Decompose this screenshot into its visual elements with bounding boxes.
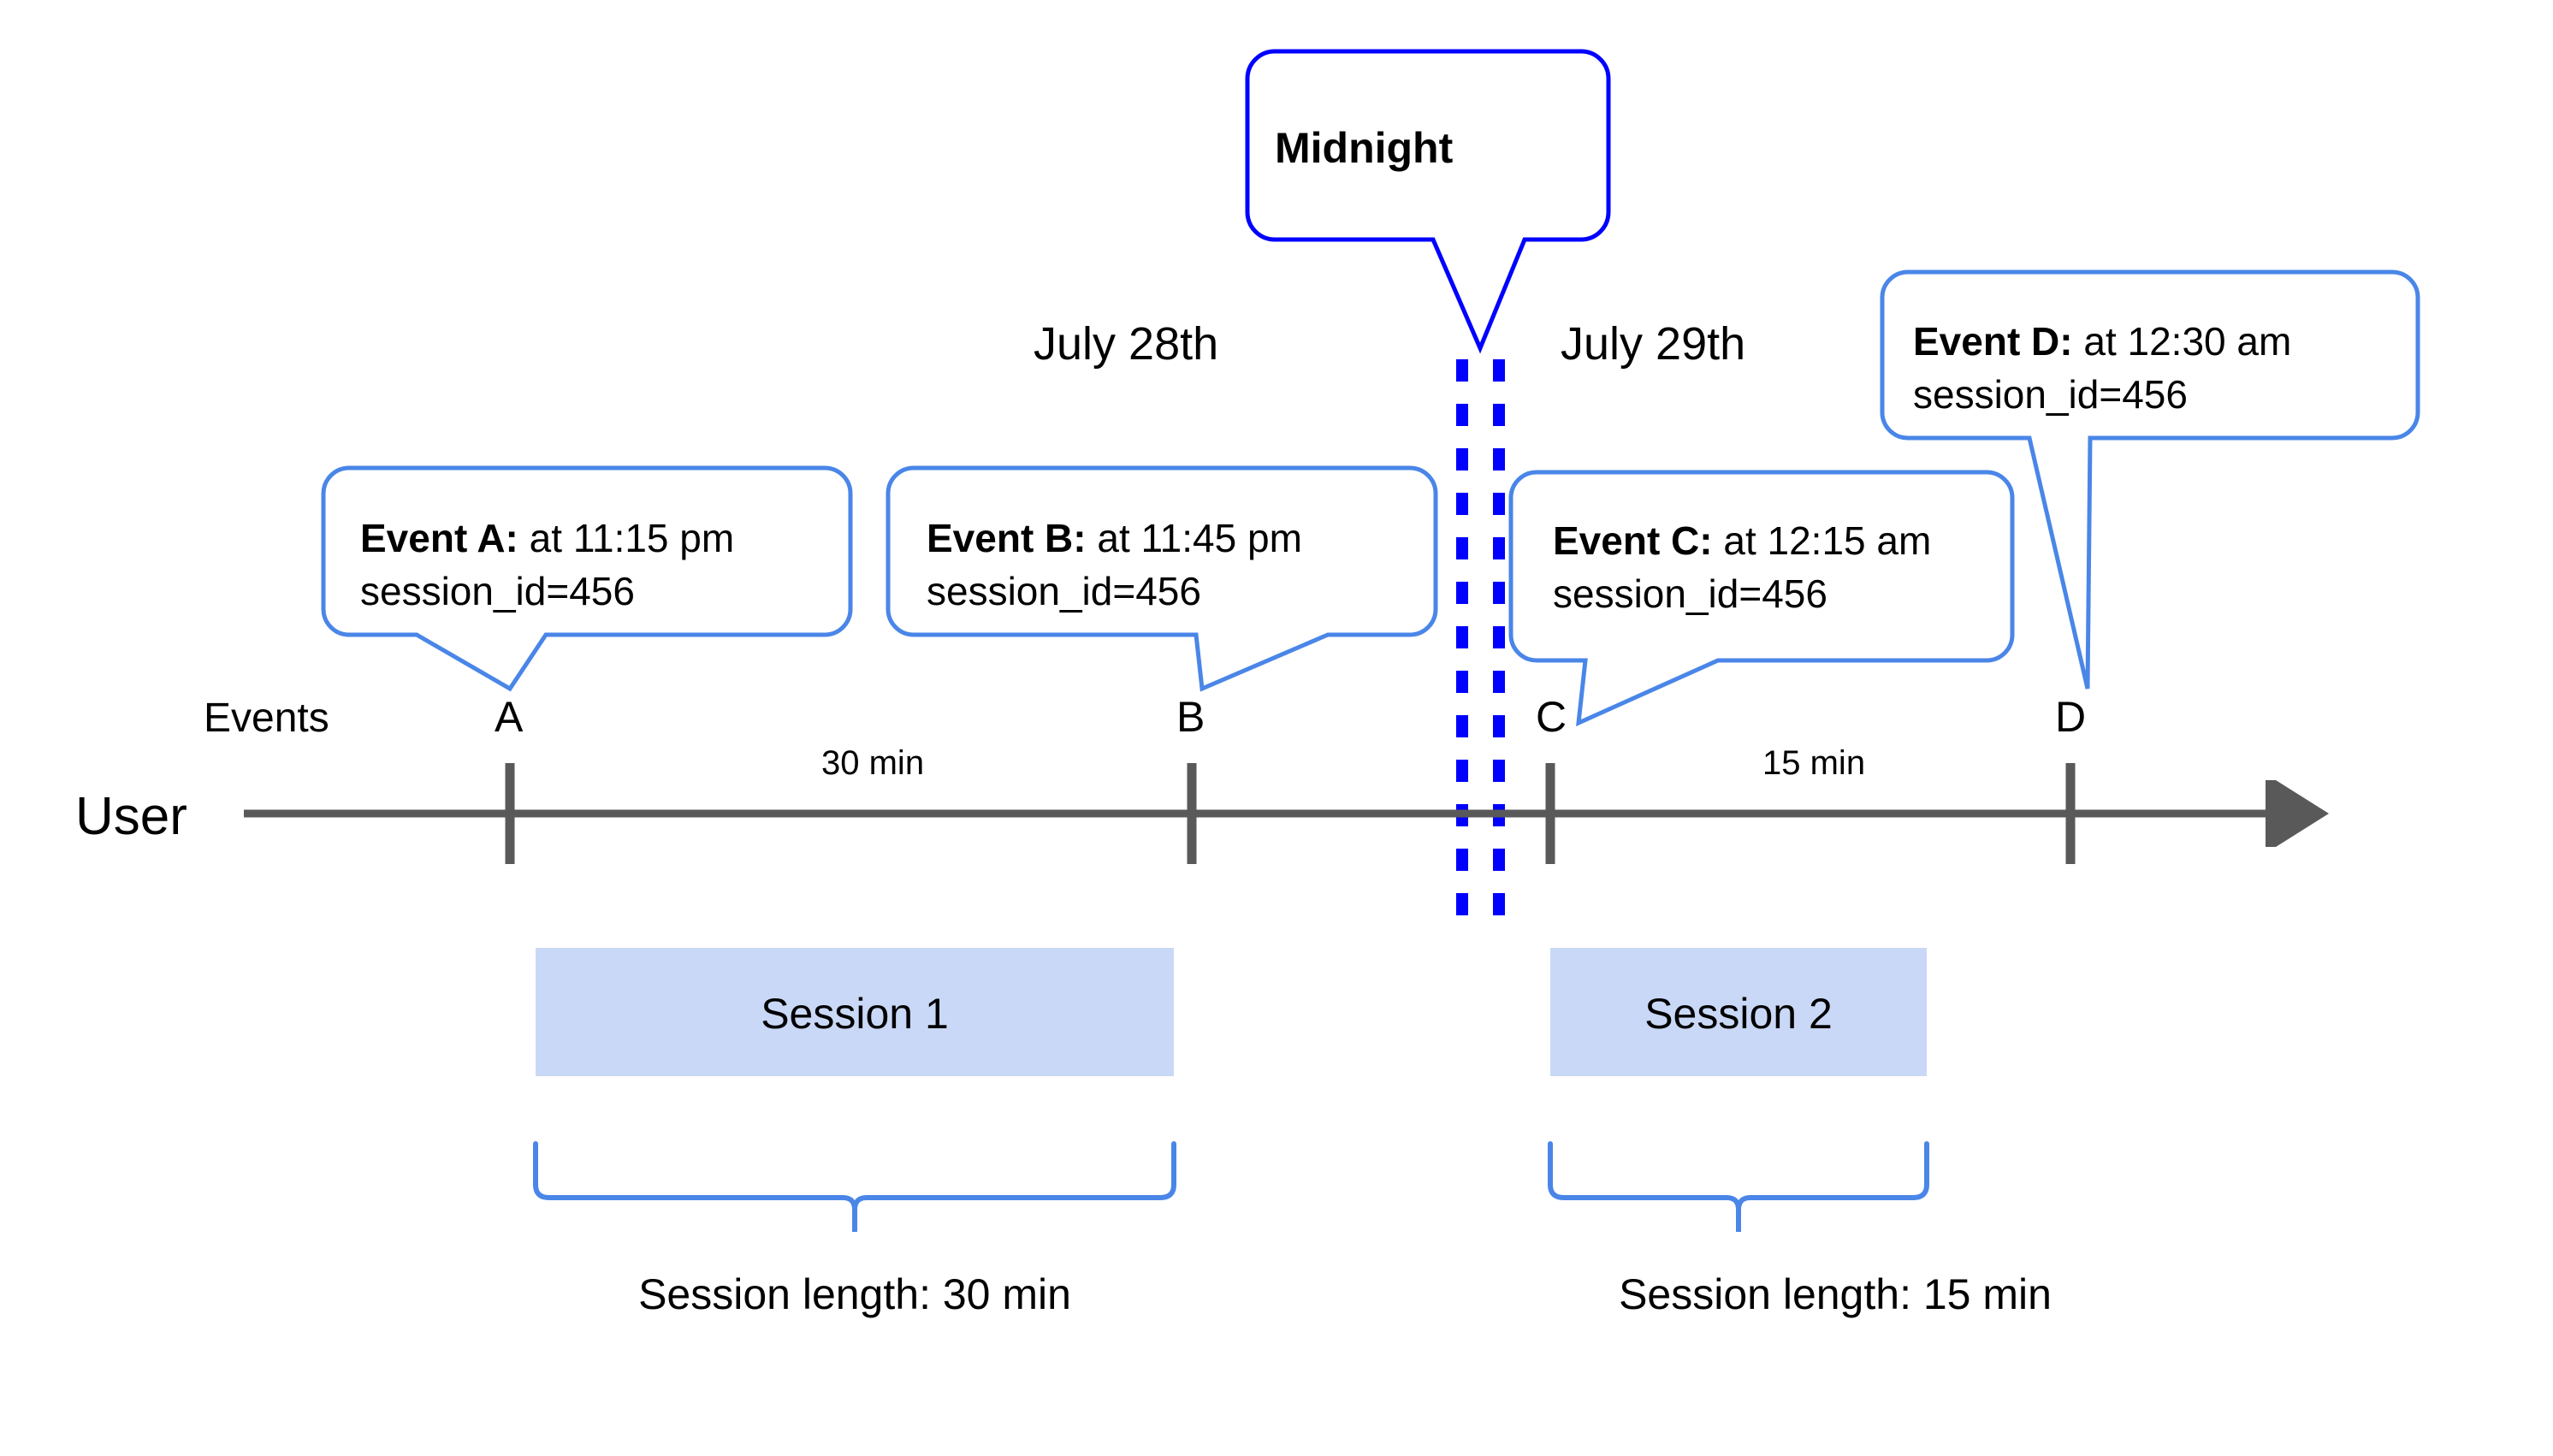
- event-callout-b-rest: at 11:45 pm: [1087, 516, 1302, 560]
- interval-label-c-to-d: 15 min: [1762, 744, 1865, 782]
- interval-label-a-to-b: 30 min: [821, 744, 924, 782]
- tick-label-a: A: [495, 693, 524, 741]
- midnight-divider-group: [1456, 359, 1505, 932]
- event-callout-d-line2: session_id=456: [1913, 372, 2188, 417]
- tick-label-d: D: [2055, 693, 2086, 741]
- event-callout-c[interactable]: Event C: at 12:15 am session_id=456: [1508, 470, 2015, 727]
- event-callout-b[interactable]: Event B: at 11:45 pm session_id=456: [886, 465, 1438, 692]
- session-2-brace: [1548, 1141, 1929, 1232]
- event-callout-c-rest: at 12:15 am: [1713, 518, 1932, 563]
- event-callout-a-line2: session_id=456: [360, 569, 635, 613]
- day-label-july-29: July 29th: [1561, 318, 1745, 370]
- event-callout-a[interactable]: Event A: at 11:15 pm session_id=456: [321, 465, 853, 692]
- event-callout-c-shape: [1508, 470, 2015, 727]
- event-callout-c-line1: Event C: at 12:15 am: [1553, 518, 1931, 563]
- event-callout-b-line1: Event B: at 11:45 pm: [927, 516, 1302, 560]
- session-2-group[interactable]: Session 2 Session length: 15 min: [1548, 948, 2052, 1318]
- session-1-group[interactable]: Session 1 Session length: 30 min: [533, 948, 1176, 1318]
- event-callout-b-line2: session_id=456: [927, 569, 1201, 613]
- midnight-callout[interactable]: Midnight: [1245, 49, 1611, 354]
- session-2-label: Session 2: [1644, 990, 1833, 1038]
- event-callout-d[interactable]: Event D: at 12:30 am session_id=456: [1880, 269, 2420, 690]
- session-1-label: Session 1: [761, 990, 949, 1038]
- event-callout-c-line2: session_id=456: [1553, 571, 1827, 616]
- session-1-length-label: Session length: 30 min: [638, 1270, 1071, 1318]
- event-callout-a-bold: Event A:: [360, 516, 518, 560]
- session-2-box: [1550, 948, 1927, 1076]
- tick-label-c: C: [1536, 693, 1567, 741]
- midnight-callout-label: Midnight: [1275, 124, 1454, 172]
- event-callout-b-shape: [886, 465, 1438, 692]
- session-1-box: [536, 948, 1174, 1076]
- event-callout-d-line1: Event D: at 12:30 am: [1913, 319, 2291, 364]
- event-callout-a-line1: Event A: at 11:15 pm: [360, 516, 734, 560]
- event-callout-a-rest: at 11:15 pm: [518, 516, 734, 560]
- user-row-label: User: [75, 787, 187, 846]
- tick-label-b: B: [1176, 693, 1205, 741]
- event-callout-d-rest: at 12:30 am: [2073, 319, 2292, 364]
- timeline-arrow-icon: [2266, 780, 2329, 847]
- session-2-length-label: Session length: 15 min: [1619, 1270, 2052, 1318]
- events-row-label: Events: [204, 695, 329, 741]
- event-callout-c-bold: Event C:: [1553, 518, 1713, 563]
- event-callout-d-shape: [1880, 269, 2420, 690]
- timeline-axis: [244, 763, 2329, 864]
- midnight-callout-shape: [1245, 49, 1611, 354]
- event-callout-d-bold: Event D:: [1913, 319, 2073, 364]
- day-label-july-28: July 28th: [1034, 318, 1218, 370]
- event-callout-b-bold: Event B:: [927, 516, 1087, 560]
- event-callout-a-shape: [321, 465, 853, 692]
- session-1-brace: [533, 1141, 1176, 1232]
